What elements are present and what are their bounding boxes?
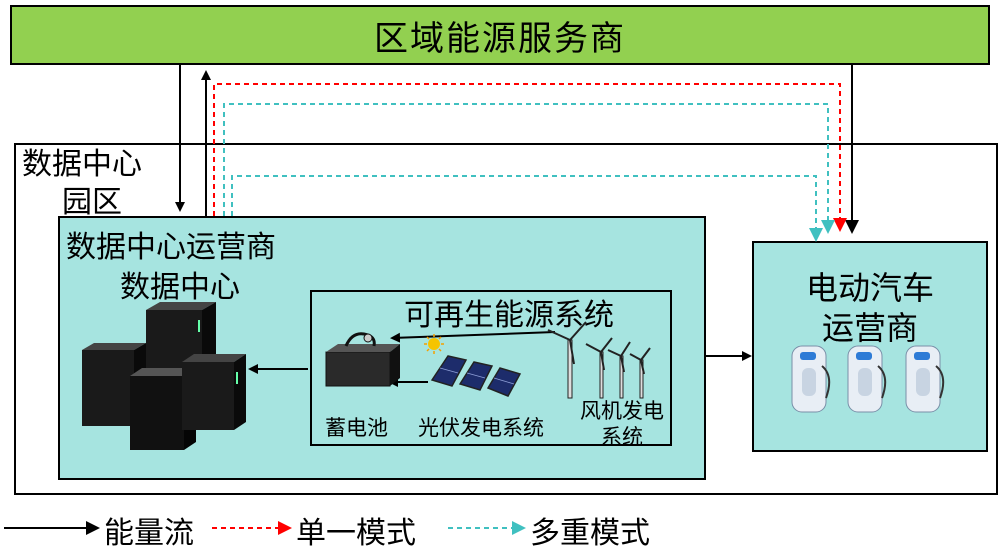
pv-system-label: 光伏发电系统 [418, 416, 544, 440]
regional-energy-provider-box: 区域能源服务商 [10, 5, 990, 65]
datacenter-campus-label: 数据中心 园区 [22, 146, 142, 222]
multi-mode-dashed-arrow-2 [231, 175, 823, 242]
renewable-system-box [310, 290, 672, 446]
ev-label-line2: 运营商 [821, 309, 918, 347]
ev-operator-label: 电动汽车 运营商 [752, 268, 988, 348]
legend-energy-flow-label: 能量流 [104, 516, 194, 551]
wind-system-label: 风机发电 系统 [580, 398, 664, 450]
campus-label-line2: 园区 [62, 185, 122, 220]
wind-to-battery-arrow [390, 331, 556, 343]
legend-multi-mode-label: 多重模式 [530, 516, 650, 551]
wind-label-line2: 系统 [601, 425, 643, 449]
regional-energy-provider-label: 区域能源服务商 [374, 18, 626, 59]
campus-label-line1: 数据中心 [22, 147, 142, 182]
server-rack-icon [82, 302, 246, 450]
battery-icon [325, 332, 400, 387]
battery-label: 蓄电池 [325, 416, 388, 440]
ev-charger-icon [791, 345, 945, 413]
wind-label-line1: 风机发电 [580, 399, 664, 423]
wind-turbines-icon [547, 321, 651, 399]
datacenter-title: 数据中心 [120, 270, 240, 305]
single-mode-dashed-arrow [213, 83, 847, 232]
renewable-system-title: 可再生能源系统 [404, 298, 614, 333]
solar-panels-icon [430, 355, 522, 397]
legend-single-mode-label: 单一模式 [296, 516, 416, 551]
multi-mode-dashed-arrow-1 [223, 103, 835, 234]
sun-icon [424, 334, 444, 354]
datacenter-operator-label: 数据中心运营商 [66, 230, 276, 265]
ev-label-line1: 电动汽车 [805, 269, 934, 307]
